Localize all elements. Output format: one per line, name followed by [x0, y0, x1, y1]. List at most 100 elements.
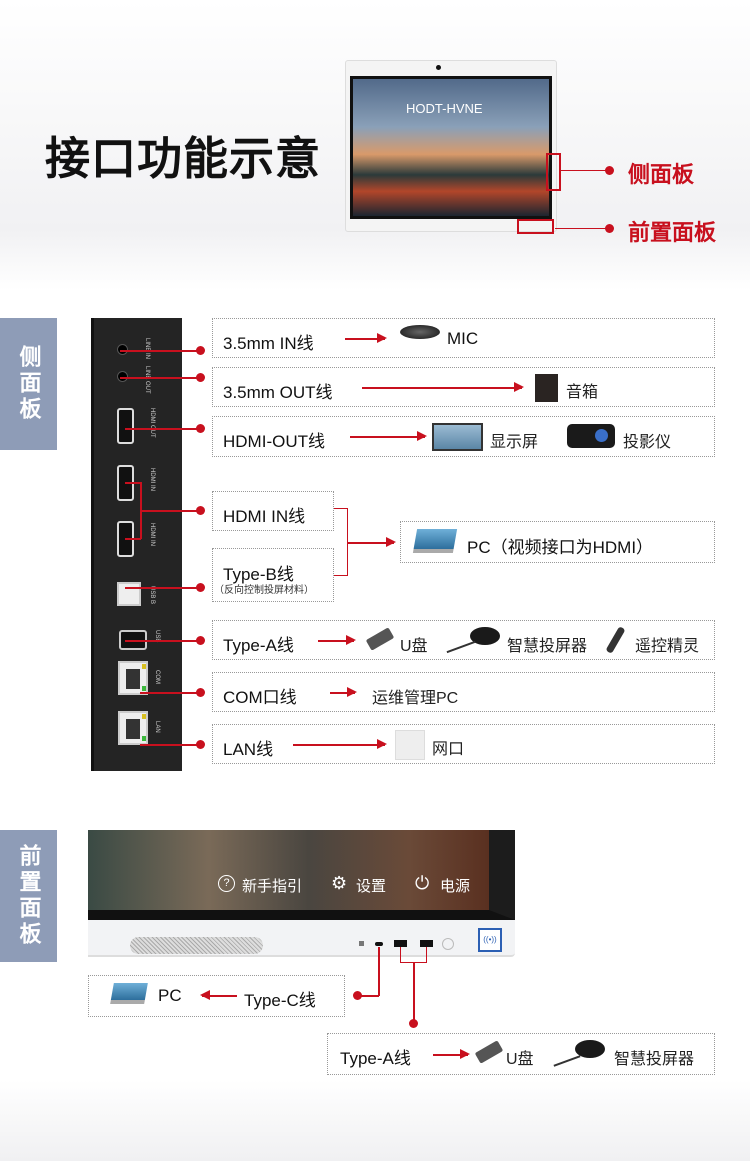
- callout-dot: [605, 166, 614, 175]
- bracket: [400, 947, 427, 963]
- power-button: [442, 938, 454, 950]
- hero-monitor: HODT-HVNE: [345, 60, 557, 232]
- row-type-b: [212, 548, 334, 602]
- connector-line: [413, 962, 415, 1022]
- usb-b-port: [117, 582, 141, 606]
- callout-line: [555, 228, 609, 229]
- callout-line: [561, 170, 609, 171]
- target-label: 显示屏: [490, 434, 539, 451]
- connector-line: [125, 482, 141, 484]
- gear-icon: ⚙: [331, 873, 348, 893]
- arrow-icon: [330, 688, 357, 696]
- connector-dot: [196, 636, 205, 645]
- network-port-icon: [395, 730, 425, 760]
- side-panel-highlight: [546, 153, 561, 191]
- target-label: 智慧投屏器: [507, 638, 588, 655]
- led: [142, 686, 146, 691]
- row-front-type-a: [327, 1033, 715, 1075]
- menu-power: 电源: [440, 878, 471, 895]
- connector-line: [125, 640, 200, 642]
- port-label: USB: [154, 630, 160, 643]
- line-in-jack: [117, 344, 128, 355]
- callout-side-panel: 侧面板: [628, 162, 695, 187]
- side-panel-tab: 侧面板: [0, 318, 57, 450]
- power-icon: ⏻: [415, 873, 430, 893]
- target-label: 音箱: [566, 384, 599, 401]
- laptop-icon: [412, 529, 458, 553]
- target-label: 运维管理PC: [372, 690, 459, 707]
- menu-guide: 新手指引: [242, 878, 303, 895]
- target-label: MIC: [447, 329, 479, 348]
- connector-dot: [196, 583, 205, 592]
- cable-label: COM口线: [223, 688, 297, 707]
- connector-dot: [196, 740, 205, 749]
- front-panel-tab: 前置面板: [0, 830, 57, 962]
- display-icon: [432, 423, 483, 451]
- cable-label: Type-A线: [340, 1049, 411, 1068]
- cable-label: HDMI IN线: [223, 507, 306, 526]
- cable-label: 3.5mm OUT线: [223, 383, 333, 402]
- screen-share-dongle-icon: [470, 627, 500, 645]
- screen-share-dongle-icon: [575, 1040, 605, 1058]
- target-label: 智慧投屏器: [614, 1051, 695, 1068]
- arrow-icon: [345, 334, 387, 342]
- connector-dot: [353, 991, 362, 1000]
- connector-dot: [196, 424, 205, 433]
- arrow-icon: [348, 538, 396, 546]
- camera-icon: [436, 65, 441, 70]
- bracket: [334, 508, 348, 576]
- connector-line: [125, 587, 200, 589]
- arrow-icon: [318, 636, 356, 644]
- cable-note: （反向控制投屏材料）: [214, 585, 314, 596]
- target-label: U盘: [400, 638, 428, 655]
- connector-dot: [196, 346, 205, 355]
- target-label: 遥控精灵: [635, 638, 700, 655]
- callout-dot: [605, 224, 614, 233]
- target-label: PC: [158, 986, 182, 1005]
- port-label: HDMI OUT: [149, 408, 155, 438]
- projector-icon: [567, 424, 615, 448]
- arrow-icon: [350, 432, 427, 440]
- cable-label: Type-A线: [223, 636, 294, 655]
- speaker-grille: [130, 937, 263, 954]
- port-label: HDMI IN: [149, 468, 155, 491]
- row-pc-hdmi: [400, 521, 715, 563]
- connector-line: [120, 377, 200, 379]
- port-label: LINE IN: [144, 338, 150, 360]
- cable-label: 3.5mm IN线: [223, 334, 314, 353]
- target-label: PC（视频接口为HDMI）: [467, 538, 654, 557]
- row-3-5mm-in: [212, 318, 715, 358]
- usb-a-port: [394, 940, 407, 947]
- indicator-light: [359, 941, 364, 946]
- arrow-icon: [433, 1050, 470, 1058]
- mic-icon: [400, 325, 440, 339]
- port-label: LAN: [154, 721, 160, 733]
- port-label: LINE OUT: [144, 366, 150, 394]
- connector-dot: [196, 688, 205, 697]
- port-label: COM: [154, 670, 160, 684]
- menu-settings: 设置: [356, 878, 387, 895]
- target-label: 网口: [432, 741, 465, 758]
- row-hdmi-in: [212, 491, 334, 531]
- front-panel-highlight: [517, 219, 554, 234]
- cable-label: HDMI-OUT线: [223, 432, 325, 451]
- led: [142, 714, 146, 719]
- monitor-screen: [350, 76, 552, 219]
- connector-line: [140, 744, 200, 746]
- arrow-left-icon: [200, 991, 237, 999]
- connector-dot: [196, 373, 205, 382]
- cable-label: LAN线: [223, 740, 274, 759]
- usb-a-port: [420, 940, 433, 947]
- arrow-icon: [293, 740, 387, 748]
- laptop-icon: [110, 983, 148, 1004]
- port-label: HDMI IN: [149, 523, 155, 546]
- connector-line: [125, 538, 141, 540]
- led: [142, 736, 146, 741]
- connector-line: [140, 510, 200, 512]
- target-label: U盘: [506, 1051, 534, 1068]
- callout-front-panel: 前置面板: [628, 220, 717, 245]
- connector-line: [125, 428, 200, 430]
- connector-line: [140, 692, 200, 694]
- help-icon: ?: [218, 875, 235, 892]
- page-title: 接口功能示意: [45, 133, 322, 184]
